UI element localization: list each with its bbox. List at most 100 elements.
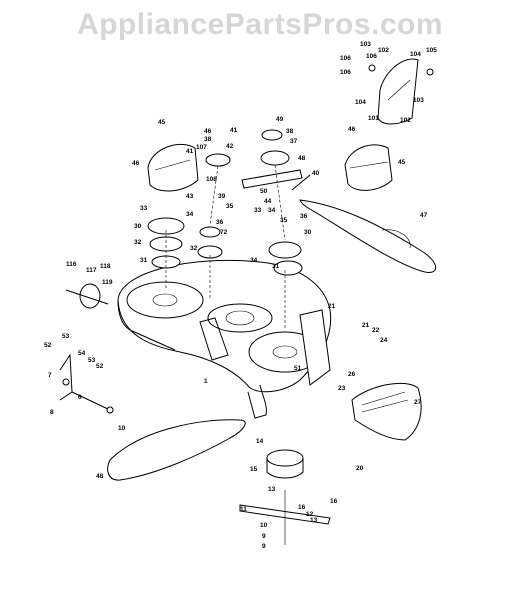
callout-38b: 38 <box>286 128 294 135</box>
callout-16b: 16 <box>298 504 306 511</box>
callout-107: 107 <box>196 144 207 151</box>
callout-43: 43 <box>186 193 194 200</box>
callout-22: 22 <box>372 327 380 334</box>
callout-33a: 33 <box>140 205 148 212</box>
mower-blade <box>239 490 331 545</box>
callout-48: 48 <box>298 155 306 162</box>
callout-34c: 34 <box>250 257 258 264</box>
callout-104a: 104 <box>410 51 421 58</box>
callout-8: 8 <box>50 409 54 416</box>
callout-21b: 21 <box>362 322 370 329</box>
pulley-center <box>197 153 231 259</box>
callout-26: 26 <box>348 371 356 378</box>
callout-52b: 52 <box>96 363 104 370</box>
callout-105: 105 <box>426 47 437 54</box>
callout-106b: 106 <box>340 55 351 62</box>
wheel-bracket <box>65 283 109 309</box>
alignment-lines <box>165 164 286 330</box>
callout-49: 49 <box>276 116 284 123</box>
discharge-chute <box>351 382 422 441</box>
callout-119: 119 <box>102 279 113 286</box>
callout-51: 51 <box>294 365 302 372</box>
callout-6: 6 <box>78 394 82 401</box>
deck-housing <box>117 259 332 419</box>
callout-14: 14 <box>256 438 264 445</box>
callout-41a: 41 <box>186 148 194 155</box>
callout-1: 1 <box>204 378 208 385</box>
callout-32b: 32 <box>190 245 198 252</box>
callout-53a: 53 <box>62 333 70 340</box>
callout-12: 12 <box>306 511 314 518</box>
pulley-right <box>260 129 303 276</box>
deck-bracket-assembly <box>368 58 434 125</box>
callout-35b: 35 <box>280 217 288 224</box>
callout-15: 15 <box>250 466 258 473</box>
callout-13a: 13 <box>268 486 276 493</box>
callout-24: 24 <box>380 337 388 344</box>
callout-46b: 46 <box>204 128 212 135</box>
callout-46c: 46 <box>348 126 356 133</box>
spindle-housing <box>266 449 304 479</box>
callout-9b: 9 <box>262 543 266 550</box>
callout-20: 20 <box>356 465 364 472</box>
callout-39: 39 <box>218 193 226 200</box>
callout-37: 37 <box>290 138 298 145</box>
callout-53b: 53 <box>88 357 96 364</box>
callout-16a: 16 <box>330 498 338 505</box>
deck-linkage-left <box>59 353 114 414</box>
callout-27: 27 <box>414 399 422 406</box>
callout-72: 72 <box>220 229 228 236</box>
callout-30a: 30 <box>134 223 142 230</box>
callout-46a: 46 <box>132 160 140 167</box>
callout-40: 40 <box>312 170 320 177</box>
callout-31a: 31 <box>140 257 148 264</box>
callout-48b: 48 <box>96 473 104 480</box>
belt-cover-left <box>147 143 199 192</box>
callout-118: 118 <box>100 263 111 270</box>
callout-45b: 45 <box>398 159 406 166</box>
callout-13b: 13 <box>310 517 318 524</box>
callout-33b: 33 <box>254 207 262 214</box>
callout-36b: 36 <box>216 219 224 226</box>
callout-108: 108 <box>206 176 217 183</box>
callout-102a: 102 <box>378 47 389 54</box>
callout-23: 23 <box>338 385 346 392</box>
belt-cover-right <box>344 144 393 191</box>
callout-41b: 41 <box>230 127 238 134</box>
callout-11: 11 <box>240 506 247 513</box>
callout-30b: 30 <box>304 229 312 236</box>
callout-21a: 21 <box>328 303 336 310</box>
watermark-logo: AppliancePartsPros.com <box>76 8 444 41</box>
callout-52a: 52 <box>44 342 52 349</box>
callout-34b: 34 <box>268 207 276 214</box>
callout-44: 44 <box>264 198 272 205</box>
callout-labels: 106 103 102 104 105 106 106 104 103 101 … <box>44 41 437 550</box>
callout-102b: 102 <box>400 117 411 124</box>
callout-10b: 10 <box>260 522 268 529</box>
callout-103b: 103 <box>413 97 424 104</box>
callout-104b: 104 <box>355 99 366 106</box>
callout-42: 42 <box>226 143 234 150</box>
callout-50: 50 <box>260 188 268 195</box>
callout-10: 10 <box>118 425 126 432</box>
callout-54: 54 <box>78 350 86 357</box>
callout-47: 47 <box>420 212 428 219</box>
callout-103a: 103 <box>360 41 371 48</box>
callout-106a: 106 <box>366 53 377 60</box>
drive-belt-upper <box>299 199 437 273</box>
callout-9: 9 <box>262 533 266 540</box>
callout-38a: 38 <box>204 136 212 143</box>
callout-36a: 36 <box>300 213 308 220</box>
idler-arm <box>241 169 311 191</box>
callout-117: 117 <box>86 267 97 274</box>
callout-106c: 106 <box>340 69 351 76</box>
callout-35a: 35 <box>226 203 234 210</box>
callout-101: 101 <box>368 115 379 122</box>
deck-belt-lower <box>107 419 246 481</box>
callout-31b: 31 <box>272 263 280 270</box>
callout-45a: 45 <box>158 119 166 126</box>
callout-7: 7 <box>48 372 52 379</box>
callout-32a: 32 <box>134 239 142 246</box>
callout-34a: 34 <box>186 211 194 218</box>
